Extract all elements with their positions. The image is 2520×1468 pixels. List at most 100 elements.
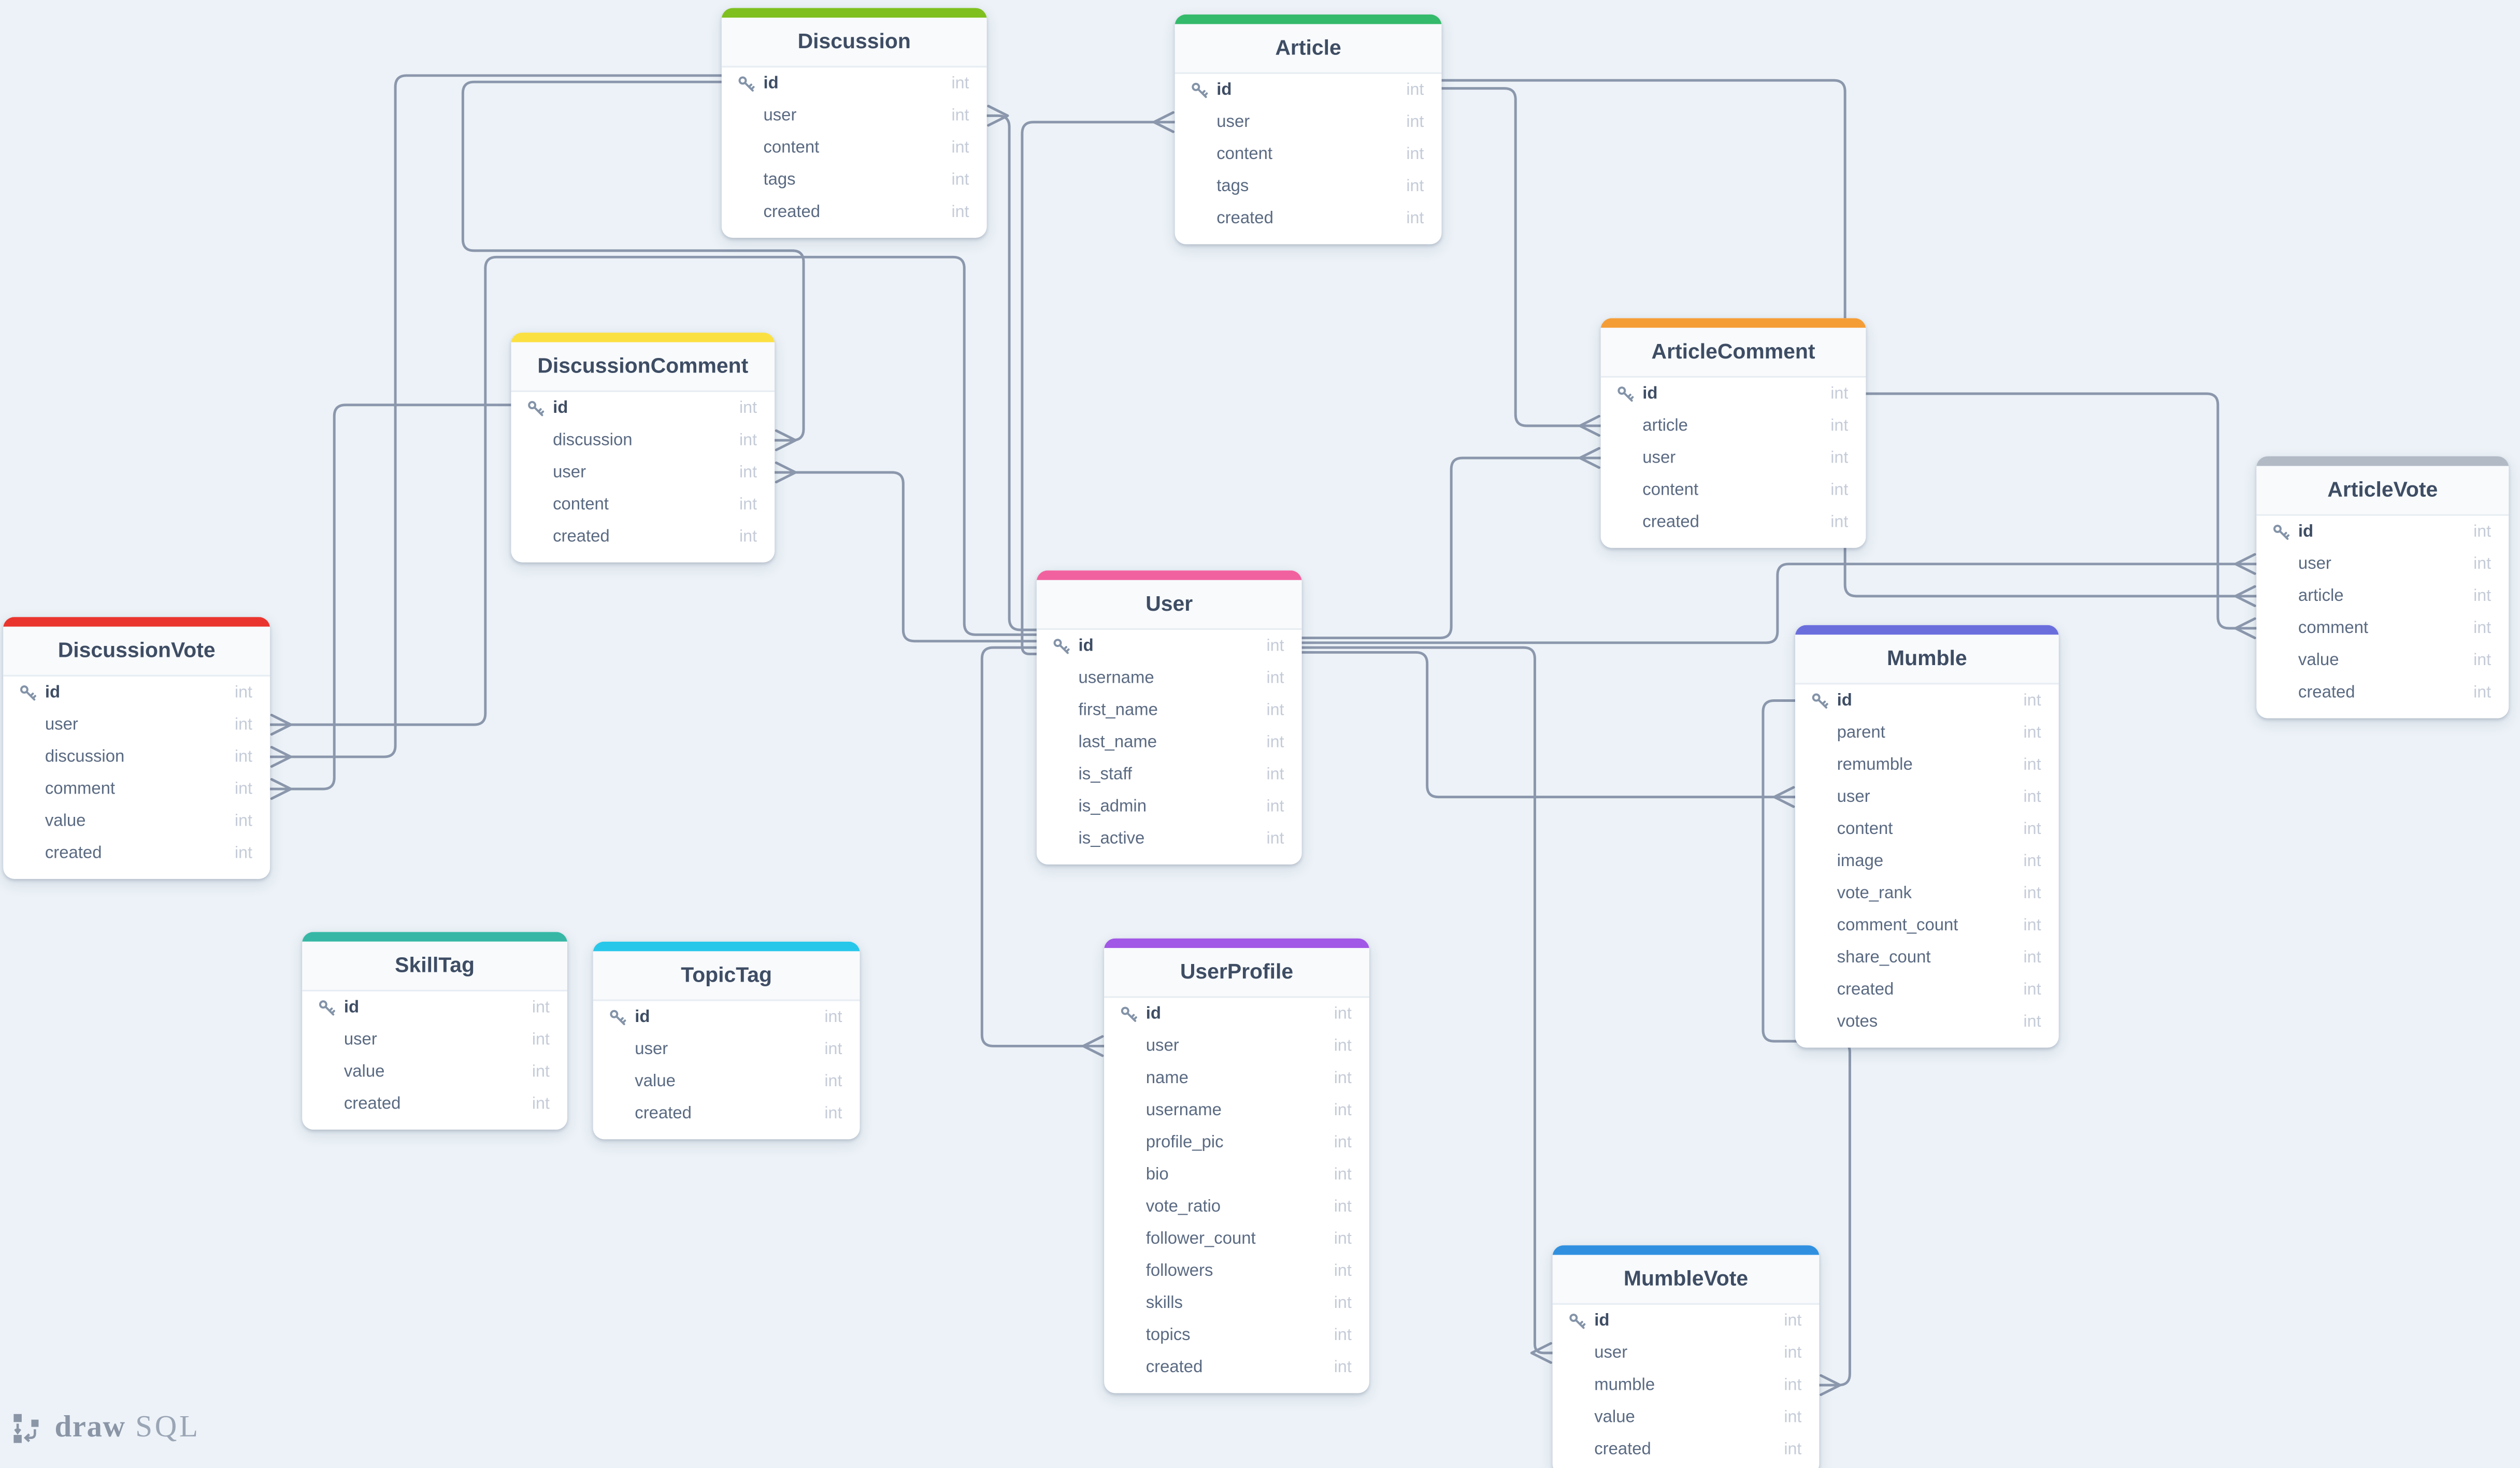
relationship-line	[1300, 456, 1602, 639]
relationship-line	[773, 471, 1038, 643]
table-title: MumbleVote	[1552, 1255, 1820, 1305]
field-type: int	[739, 495, 757, 514]
field-name: id	[2272, 522, 2473, 541]
field-name: followers	[1146, 1261, 1213, 1281]
field-type: int	[1334, 1262, 1352, 1280]
field-type: int	[2023, 884, 2041, 902]
relationship-line	[1021, 121, 1177, 656]
field-type: int	[1406, 177, 1424, 195]
field-type: int	[2473, 587, 2492, 605]
field-name: vote_ratio	[1146, 1197, 1221, 1217]
field-name: value	[2298, 651, 2339, 670]
field-type: int	[739, 528, 757, 546]
field-type: int	[1266, 701, 1284, 719]
field-type: int	[1334, 1101, 1352, 1119]
primary-key-icon	[738, 75, 755, 91]
field-type: int	[234, 812, 253, 830]
relationship-line	[268, 255, 1038, 726]
table-accent-bar	[593, 941, 860, 952]
field-name: value	[343, 1062, 385, 1082]
table-title: TopicTag	[593, 951, 860, 1001]
field-type: int	[1334, 1069, 1352, 1087]
field-type: int	[1830, 449, 1849, 467]
field-type: int	[1266, 669, 1284, 687]
table-accent-bar	[302, 932, 568, 942]
drawsql-logo-icon	[13, 1413, 39, 1443]
field-type: int	[1406, 209, 1424, 227]
field-name: comment_count	[1837, 916, 1958, 936]
primary-key-icon	[1121, 1006, 1137, 1021]
field-type: int	[2473, 619, 2492, 637]
field-name: skills	[1146, 1293, 1183, 1313]
field-name: name	[1146, 1068, 1189, 1088]
field-type: int	[824, 1008, 842, 1026]
crow-foot-marker	[2234, 617, 2256, 639]
field-name: content	[553, 495, 609, 514]
crow-foot-marker	[775, 429, 797, 452]
crow-foot-marker	[1773, 786, 1795, 808]
field-name: content	[1837, 819, 1893, 839]
crow-foot-marker	[270, 778, 292, 800]
field-type: int	[2023, 981, 2041, 999]
field-name: article	[2298, 586, 2344, 606]
primary-key-icon	[1192, 82, 1208, 97]
field-row-created: created int	[1795, 974, 2059, 1006]
field-name: created	[1837, 980, 1894, 1000]
field-name: created	[343, 1094, 401, 1114]
field-type: int	[2023, 916, 2041, 934]
field-name: vote_rank	[1837, 884, 1912, 903]
table-accent-bar	[1104, 938, 1369, 948]
crow-foot-marker	[1152, 111, 1175, 133]
field-name: created	[1594, 1440, 1651, 1459]
field-name: user	[1642, 448, 1676, 468]
table-title: ArticleComment	[1600, 327, 1866, 378]
relationship-line	[268, 404, 512, 790]
field-name: user	[1146, 1036, 1179, 1056]
field-type: int	[1784, 1344, 1802, 1362]
field-row-name: name int	[1104, 1062, 1369, 1094]
field-type: int	[1784, 1440, 1802, 1459]
field-row-followers: followers int	[1104, 1255, 1369, 1287]
field-name: user	[1216, 112, 1250, 132]
primary-key-icon	[528, 400, 545, 415]
crow-foot-marker	[270, 745, 292, 768]
field-type: int	[1266, 830, 1284, 848]
field-name: id	[1120, 1004, 1334, 1024]
field-name: user	[1837, 787, 1870, 807]
field-type: int	[824, 1072, 842, 1090]
field-type: int	[824, 1040, 842, 1058]
field-type: int	[951, 203, 969, 221]
